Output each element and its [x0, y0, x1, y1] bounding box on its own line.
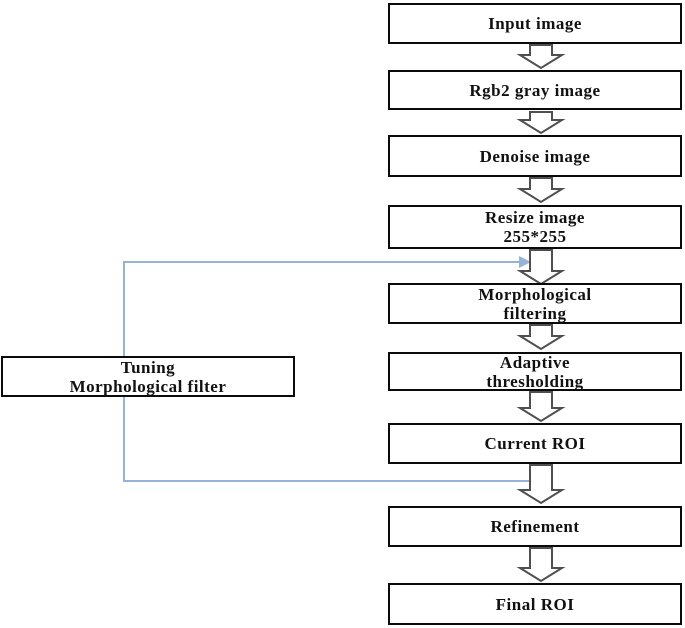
flow-arrow-down-icon	[516, 44, 566, 70]
node-resize-image: Resize image 255*255	[388, 205, 682, 249]
node-input-image: Input image	[388, 3, 682, 44]
flow-arrow-down-icon	[516, 391, 566, 423]
node-refinement: Refinement	[388, 506, 682, 547]
flow-arrow-down-icon	[516, 177, 566, 204]
flow-arrow-down-icon	[516, 547, 566, 583]
node-final-roi: Final ROI	[388, 583, 682, 625]
node-current-roi: Current ROI	[388, 423, 682, 464]
node-tuning-morphological-filter: Tuning Morphological filter	[1, 356, 295, 397]
node-adaptive-thresholding: Adaptive thresholding	[388, 352, 682, 391]
node-morphological-filtering: Morphological filtering	[388, 283, 682, 324]
flow-arrow-down-icon	[516, 111, 566, 135]
node-rgb2-gray-image: Rgb2 gray image	[388, 70, 682, 110]
flow-arrow-down-icon	[516, 324, 566, 351]
flow-arrow-down-icon	[516, 464, 566, 505]
node-denoise-image: Denoise image	[388, 135, 682, 177]
flow-arrow-down-icon	[516, 249, 566, 286]
feedback-arrowhead-icon	[519, 256, 531, 268]
